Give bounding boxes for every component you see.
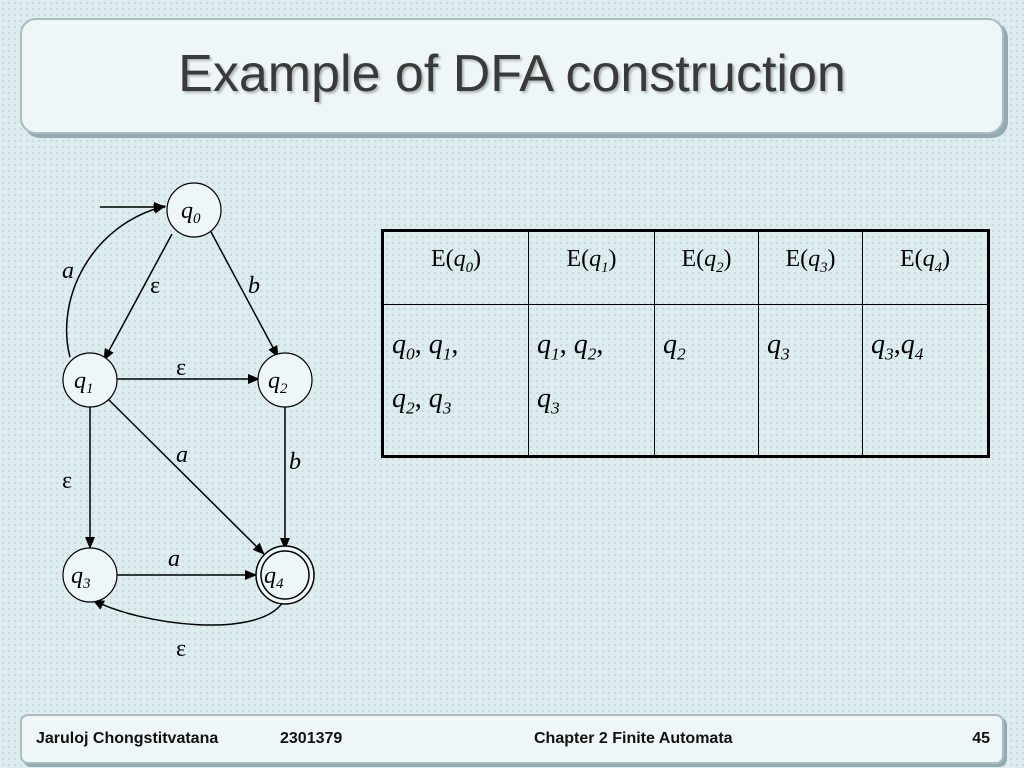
table-row: q0, q1,q2, q3 q1, q2,q3 q2 q3 q3,q4 (382, 304, 989, 457)
epsilon-closure-table: E(q0) E(q1) E(q2) E(q3) E(q4) q0, q1,q2,… (381, 229, 990, 458)
label-q1-q4: a (176, 442, 188, 468)
table-header-row: E(q0) E(q1) E(q2) E(q3) E(q4) (382, 230, 989, 305)
footer-author: Jaruloj Chongstitvatana (36, 730, 219, 747)
header-cell: E(q2) (654, 230, 759, 305)
closure-cell-q1: q1, q2,q3 (528, 304, 655, 457)
footer-bar: Jaruloj Chongstitvatana 2301379 Chapter … (20, 714, 1004, 764)
state-q4-accepting: q4 (255, 545, 315, 605)
svg-text:q2: q2 (268, 368, 288, 397)
footer-chapter: Chapter 2 Finite Automata (534, 730, 733, 747)
closure-cell-q2: q2 (654, 304, 759, 457)
edge-q1-q4-a (107, 398, 265, 555)
header-cell: E(q4) (862, 230, 989, 305)
label-q3-q4: a (168, 546, 180, 572)
footer-course-code: 2301379 (280, 730, 343, 747)
header-cell: E(q0) (382, 230, 529, 305)
closure-cell-q0: q0, q1,q2, q3 (382, 304, 529, 457)
svg-text:q3: q3 (71, 563, 91, 592)
header-cell: E(q1) (528, 230, 655, 305)
svg-text:q0: q0 (181, 198, 201, 227)
label-q1-q0: a (62, 258, 74, 284)
label-q2-q4: b (289, 449, 301, 475)
edge-q0-q1-eps (103, 233, 173, 361)
footer-page-number: 45 (972, 730, 990, 747)
state-q0: q0 (166, 182, 222, 238)
state-q1: q1 (62, 352, 118, 408)
label-q1-q3: ε (62, 468, 72, 494)
label-q0-q2: b (248, 273, 260, 299)
state-q3: q3 (62, 547, 118, 603)
edge-q1-q0-a (65, 203, 166, 358)
closure-cell-q4: q3,q4 (862, 304, 989, 457)
slide-title: Example of DFA construction (178, 45, 846, 103)
label-q0-q1: ε (150, 273, 160, 299)
label-q1-q2: ε (176, 355, 186, 381)
closure-cell-q3: q3 (758, 304, 863, 457)
edge-q0-q2-b (209, 229, 279, 358)
state-q2: q2 (257, 352, 313, 408)
label-q4-q3: ε (176, 636, 186, 662)
edge-q4-q3-eps (92, 599, 284, 626)
svg-text:q4: q4 (264, 563, 284, 592)
title-bar: Example of DFA construction (20, 18, 1004, 134)
svg-text:q1: q1 (74, 368, 94, 397)
header-cell: E(q3) (758, 230, 863, 305)
